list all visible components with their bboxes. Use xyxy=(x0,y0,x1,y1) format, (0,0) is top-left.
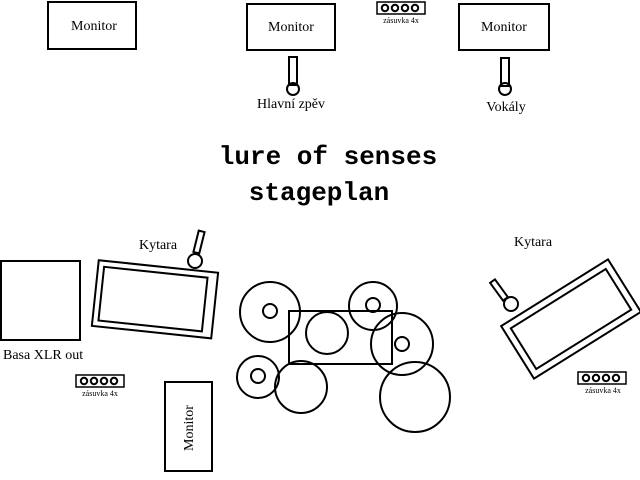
guitar-amp-left xyxy=(90,259,220,340)
power-strip-left-label: zásuvka 4x xyxy=(82,389,118,398)
lead-vocal-mic: Hlavní zpěv xyxy=(257,56,325,112)
bass-amp: Basa XLR out xyxy=(0,260,83,363)
power-strip-top: zásuvka 4x xyxy=(376,1,426,25)
backing-vocal-mic: Vokály xyxy=(486,57,526,115)
monitor-top-left-label: Monitor xyxy=(71,19,117,34)
drum-throne-area xyxy=(288,310,393,365)
drum-cymbal-right xyxy=(348,281,398,331)
power-strip-right: zásuvka 4x xyxy=(577,371,627,395)
guitar-amp-right xyxy=(499,257,640,381)
title-band-name: lure of senses xyxy=(219,142,437,172)
power-strip-top-label: zásuvka 4x xyxy=(383,16,419,25)
drum-snare xyxy=(305,311,349,355)
drum-kit xyxy=(236,281,451,433)
drum-floor-tom xyxy=(274,360,328,414)
monitor-bottom: Monitor xyxy=(164,381,213,472)
power-strip-right-label: zásuvka 4x xyxy=(585,386,621,395)
power-strip-left: zásuvka 4x xyxy=(75,374,125,398)
drum-bass-drum xyxy=(379,361,451,433)
monitor-top-center: Monitor xyxy=(246,3,336,51)
monitor-top-right: Monitor xyxy=(458,3,550,51)
drum-tom-center xyxy=(394,336,410,352)
bass-label: Basa XLR out xyxy=(3,348,83,363)
guitar-right-mic xyxy=(488,277,519,312)
backing-vocal-label: Vokály xyxy=(486,100,525,115)
monitor-top-right-label: Monitor xyxy=(481,20,527,35)
monitor-top-left: Monitor xyxy=(47,1,137,50)
drum-hihat xyxy=(236,355,280,399)
drum-cymbal-left-bell xyxy=(262,303,278,319)
drum-hihat-center xyxy=(250,368,266,384)
guitar-left-mic xyxy=(187,229,206,269)
guitar-right-label: Kytara xyxy=(514,235,553,250)
guitar-left-label: Kytara xyxy=(139,238,178,253)
lead-vocal-label: Hlavní zpěv xyxy=(257,97,325,112)
monitor-top-center-label: Monitor xyxy=(268,20,314,35)
monitor-bottom-label: Monitor xyxy=(182,405,197,451)
title-stageplan: stageplan xyxy=(249,178,389,208)
drum-tom xyxy=(370,312,434,376)
drum-cymbal-right-bell xyxy=(365,297,381,313)
